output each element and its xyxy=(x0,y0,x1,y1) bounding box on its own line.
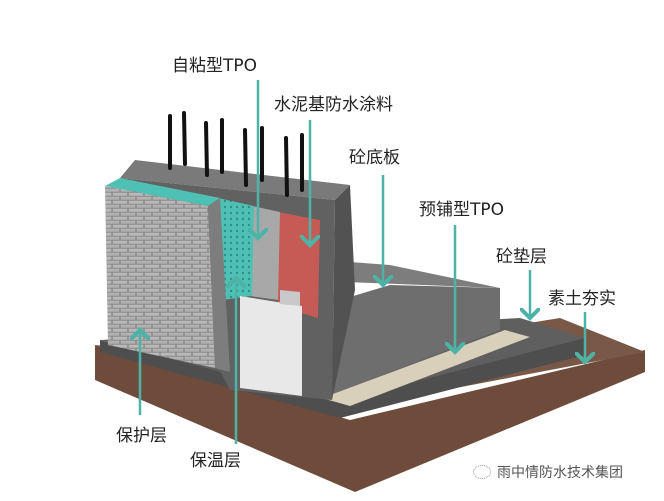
label-compacted-soil: 素土夯实 xyxy=(548,289,616,309)
label-insulation-layer: 保温层 xyxy=(190,451,241,471)
wall-top xyxy=(120,160,350,200)
arrows xyxy=(140,80,585,444)
label-concrete-floor-slab: 砼底板 xyxy=(349,148,400,168)
wechat-icon xyxy=(473,465,491,479)
watermark-text: 雨中情防水技术集团 xyxy=(497,465,623,481)
floor-slab-top xyxy=(345,262,500,288)
rebars xyxy=(168,111,304,197)
self-adhesive-tpo xyxy=(250,206,280,300)
label-cement-coating: 水泥基防水涂料 xyxy=(274,95,393,115)
wall-side xyxy=(332,185,355,400)
white-panel xyxy=(240,296,302,396)
label-self-adhesive-tpo: 自粘型TPO xyxy=(172,56,258,76)
gray-step xyxy=(280,290,300,306)
concrete-floor-slab xyxy=(330,285,500,395)
label-protective-layer: 保护层 xyxy=(116,426,167,446)
brick-wall-side xyxy=(208,198,230,372)
pre-laid-tpo xyxy=(322,330,530,406)
insulation-board xyxy=(218,198,254,300)
label-concrete-cushion: 砼垫层 xyxy=(496,247,547,267)
label-pre-laid-tpo: 预铺型TPO xyxy=(419,200,505,220)
watermark: 雨中情防水技术集团 xyxy=(473,462,623,482)
compacted-soil xyxy=(95,345,645,492)
brick-protective-wall xyxy=(105,186,215,368)
brick-wall-top xyxy=(105,178,220,206)
